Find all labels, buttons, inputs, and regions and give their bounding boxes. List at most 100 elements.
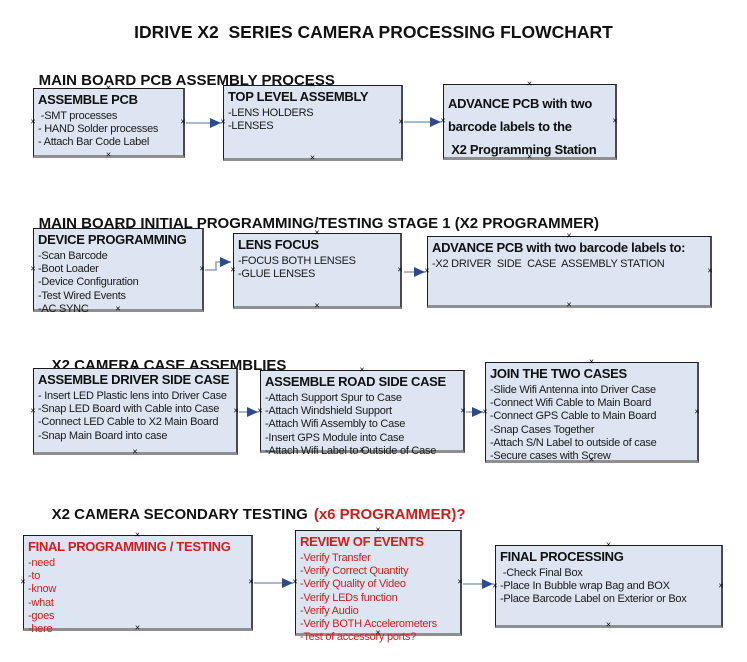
- connection-handle-icon: ×: [526, 78, 533, 89]
- box-item: -Verify Correct Quantity: [300, 565, 409, 578]
- flow-box-advance-pcb-programming-station: ADVANCE PCB with two barcode labels to t…: [440, 79, 618, 162]
- box-title: ADVANCE PCB with two barcode labels to t…: [448, 96, 597, 157]
- section-heading-text: MAIN BOARD INITIAL PROGRAMMING/TESTING S…: [38, 215, 599, 232]
- box-title: FINAL PROGRAMMING / TESTING: [28, 539, 231, 554]
- box-item: -X2 DRIVER SIDE CASE ASSEMBLY STATION: [432, 258, 665, 270]
- section-heading-secondary-testing: X2 CAMERA SECONDARY TESTING(x6 PROGRAMME…: [35, 489, 466, 540]
- flow-box-final-programming-testing: FINAL PROGRAMMING / TESTING -need -to -k…: [20, 530, 254, 635]
- connection-handle-icon: ×: [359, 364, 365, 375]
- box-item: -Place In Bubble wrap Bag and BOX: [500, 580, 670, 593]
- connection-handle-icon: ×: [115, 303, 121, 314]
- section-heading-red-text: (x6 PROGRAMMER)?: [313, 506, 466, 523]
- connection-handle-icon: ×: [605, 539, 612, 550]
- connection-handle-icon: ×: [612, 115, 618, 126]
- connection-handle-icon: ×: [20, 576, 26, 587]
- flow-box-assemble-driver-side-case: ASSEMBLE DRIVER SIDE CASE - Insert LED P…: [30, 363, 238, 457]
- box-item: -Verify Transfer: [300, 552, 371, 564]
- box-item: -Slide Wifi Antenna into Driver Case: [490, 384, 656, 396]
- box-item: -Snap LED Board with Cable into Case: [38, 403, 220, 416]
- box-item: -LENSES: [228, 120, 274, 133]
- connection-handle-icon: ×: [605, 619, 612, 630]
- box-item: -Secure cases with Screw: [490, 450, 611, 463]
- box-item: -Connect GPS Cable to Main Board: [490, 410, 657, 423]
- box-item: -Verify Audio: [300, 604, 359, 617]
- box-item: -Check Final Box: [500, 567, 583, 579]
- connection-handle-icon: ×: [566, 230, 572, 241]
- box-item: -Test of accessory ports?: [300, 631, 417, 644]
- connection-handle-icon: ×: [309, 79, 316, 90]
- connection-handle-icon: ×: [134, 529, 141, 540]
- connection-handle-icon: ×: [526, 151, 533, 162]
- connection-handle-icon: ×: [309, 152, 316, 163]
- box-item: -Test Wired Events: [38, 289, 126, 302]
- box-item: -Verify LEDs function: [300, 591, 398, 604]
- box-item: -Snap Cases Together: [490, 423, 595, 436]
- box-title: DEVICE PROGRAMMING: [38, 232, 187, 247]
- box-item: -Attach S/N Label to outside of case: [490, 436, 657, 449]
- connection-handle-icon: ×: [292, 576, 298, 587]
- connection-handle-icon: ×: [375, 524, 381, 535]
- connection-handle-icon: ×: [707, 265, 713, 276]
- box-item: -to: [28, 570, 41, 583]
- connection-handle-icon: ×: [375, 627, 381, 638]
- box-item: -goes: [28, 609, 55, 622]
- box-item: -Attach Wifi Assembly to Case: [265, 418, 406, 431]
- connection-handle-icon: ×: [398, 116, 404, 127]
- connection-handle-icon: ×: [440, 115, 446, 126]
- box-title: ADVANCE PCB with two barcode labels to:: [432, 240, 686, 255]
- box-title: FINAL PROCESSING: [500, 549, 624, 564]
- connector-arrow: [205, 257, 231, 271]
- connection-handle-icon: ×: [694, 406, 700, 416]
- box-item: -Insert GPS Module into Case: [265, 431, 405, 444]
- box-item: -Attach Wifi Label to Outside of Case: [265, 444, 437, 457]
- box-item: -Attach Support Spur to Case: [265, 392, 402, 404]
- connection-handle-icon: ×: [30, 405, 36, 415]
- connection-handle-icon: ×: [132, 362, 138, 373]
- connection-handle-icon: ×: [248, 576, 254, 587]
- section-heading-text: MAIN BOARD PCB ASSEMBLY PROCESS: [38, 72, 335, 89]
- box-item: -Connect Wifi Cable to Main Board: [490, 397, 652, 410]
- box-item: -LENS HOLDERS: [228, 107, 314, 119]
- connection-handle-icon: ×: [482, 406, 488, 416]
- connection-handle-icon: ×: [314, 227, 320, 238]
- connection-handle-icon: ×: [397, 264, 403, 275]
- box-item: -FOCUS BOTH LENSES: [238, 255, 356, 267]
- box-item: -here: [28, 623, 53, 636]
- box-title: JOIN THE TWO CASES: [490, 366, 627, 381]
- connection-handle-icon: ×: [457, 576, 463, 587]
- connection-handle-icon: ×: [588, 356, 595, 367]
- flow-box-assemble-pcb: ASSEMBLE PCB -SMT processes - HAND Solde…: [30, 83, 185, 160]
- box-item: - Insert LED Plastic lens into Driver Ca…: [38, 390, 227, 402]
- connection-handle-icon: ×: [230, 264, 236, 275]
- connection-handle-icon: ×: [460, 405, 466, 415]
- box-item: -Connect LED Cable to X2 Main Board: [38, 416, 219, 429]
- box-item: -AC SYNC: [38, 302, 89, 315]
- section-heading-initial-programming: MAIN BOARD INITIAL PROGRAMMING/TESTING S…: [22, 198, 605, 249]
- box-title: ASSEMBLE PCB: [38, 92, 138, 107]
- connection-handle-icon: ×: [359, 444, 365, 455]
- connection-handle-icon: ×: [115, 222, 121, 233]
- box-item: -need: [28, 557, 55, 569]
- flow-box-lens-focus: LENS FOCUS -FOCUS BOTH LENSES -GLUE LENS…: [230, 228, 403, 311]
- flow-box-final-processing: FINAL PROCESSING -Check Final Box -Place…: [492, 540, 724, 630]
- box-title: TOP LEVEL ASSEMBLY: [228, 89, 369, 104]
- connection-handle-icon: ×: [588, 454, 595, 465]
- box-title: ASSEMBLE ROAD SIDE CASE: [265, 374, 446, 389]
- connection-handle-icon: ×: [105, 149, 112, 160]
- connection-handle-icon: ×: [134, 622, 141, 633]
- box-item: -Snap Main Board into case: [38, 429, 168, 442]
- box-item: -Verify Quality of Video: [300, 578, 406, 591]
- box-title: LENS FOCUS: [238, 237, 319, 252]
- box-title: REVIEW OF EVENTS: [300, 534, 424, 549]
- box-item: - HAND Solder processes: [38, 123, 159, 136]
- flow-box-review-of-events: REVIEW OF EVENTS -Verify Transfer -Verif…: [292, 525, 463, 643]
- connection-handle-icon: ×: [132, 446, 138, 457]
- connection-handle-icon: ×: [257, 405, 263, 415]
- connection-handle-icon: ×: [718, 580, 724, 590]
- box-item: -Device Configuration: [38, 276, 139, 289]
- box-item: -SMT processes: [38, 110, 118, 122]
- connection-handle-icon: ×: [314, 300, 320, 311]
- page-title: IDRIVE X2 SERIES CAMERA PROCESSING FLOWC…: [134, 22, 613, 42]
- flow-box-device-programming: DEVICE PROGRAMMING -Scan Barcode -Boot L…: [30, 223, 204, 315]
